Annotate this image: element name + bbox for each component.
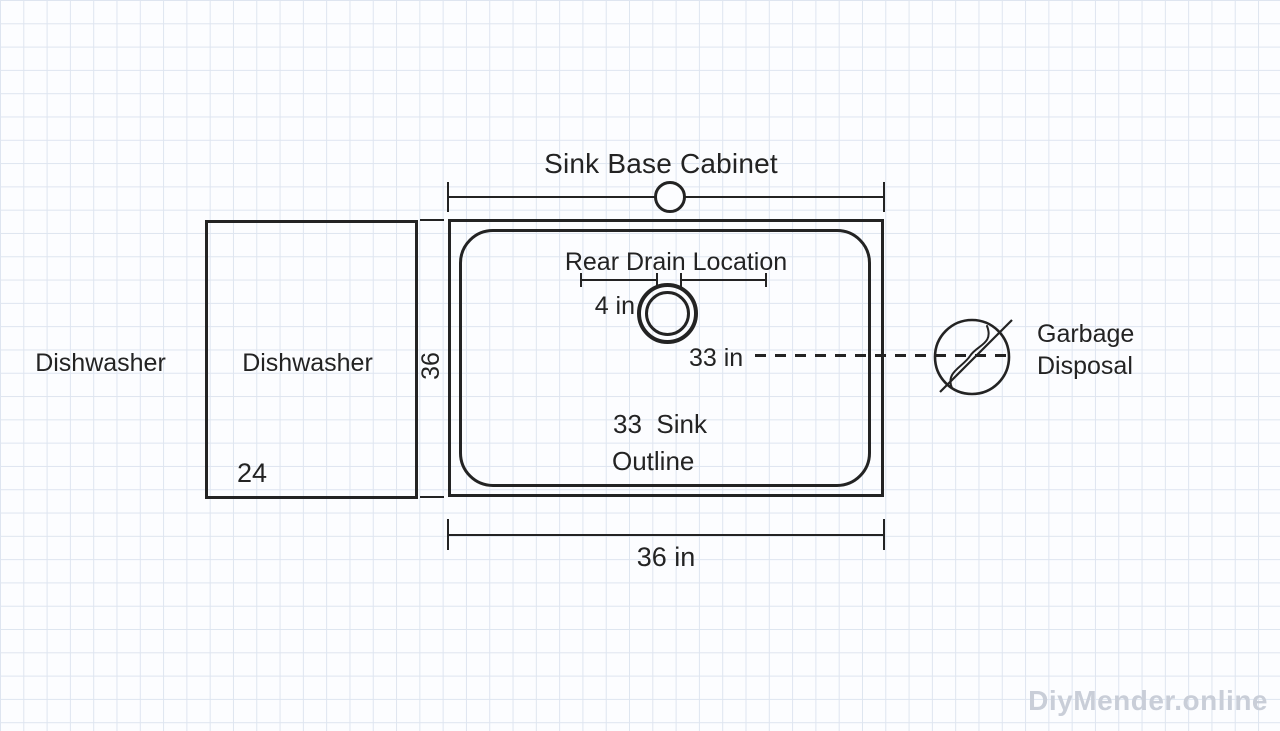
- dishwasher-depth-dim-label: 36: [417, 352, 445, 380]
- dimension-circle-marker-icon: [654, 181, 686, 213]
- drain-dimension-line: [581, 279, 658, 281]
- dimension-tick: [883, 519, 885, 550]
- drain-icon: [637, 283, 698, 344]
- drain-inner-circle-icon: [645, 291, 690, 336]
- dimension-tick: [447, 519, 449, 550]
- centerline-dim-label: 33 in: [689, 344, 744, 372]
- dishwasher-inside-label: Dishwasher: [242, 349, 373, 377]
- disposal-centerline-dashed-line: [755, 354, 1007, 357]
- sink-outline-caption-line2: Outline: [612, 446, 695, 476]
- drain-offset-dim-label: 4 in: [594, 292, 635, 320]
- dimension-tick: [420, 219, 444, 221]
- cabinet-bottom-dimension-line: [448, 534, 884, 536]
- dishwasher-outside-label: Dishwasher: [35, 349, 166, 377]
- dimension-tick: [420, 496, 444, 498]
- dishwasher-width-dim-label: 24: [237, 458, 268, 488]
- dimension-tick: [883, 182, 885, 212]
- sink-outline-caption-line1: 33 Sink: [613, 409, 707, 439]
- garbage-disposal-icon: [933, 318, 1013, 396]
- dimension-tick: [680, 273, 682, 287]
- dimension-tick: [765, 273, 767, 287]
- dimension-tick: [580, 273, 582, 287]
- dishwasher-rect: [205, 220, 418, 499]
- sink-base-cabinet-rect: [448, 219, 884, 497]
- drain-dimension-line: [680, 279, 767, 281]
- watermark: DiyMender.online: [1028, 685, 1268, 716]
- cabinet-width-dim-label: 36 in: [636, 542, 696, 572]
- garbage-disposal-label-line2: Disposal: [1037, 352, 1133, 380]
- sink-outline-rect: [459, 229, 871, 487]
- rear-drain-location-label: Rear Drain Location: [564, 248, 788, 276]
- dimension-tick: [447, 182, 449, 212]
- dimension-tick: [656, 273, 658, 287]
- diagram-title: Sink Base Cabinet: [544, 148, 778, 179]
- garbage-disposal-label-line1: Garbage: [1037, 320, 1135, 348]
